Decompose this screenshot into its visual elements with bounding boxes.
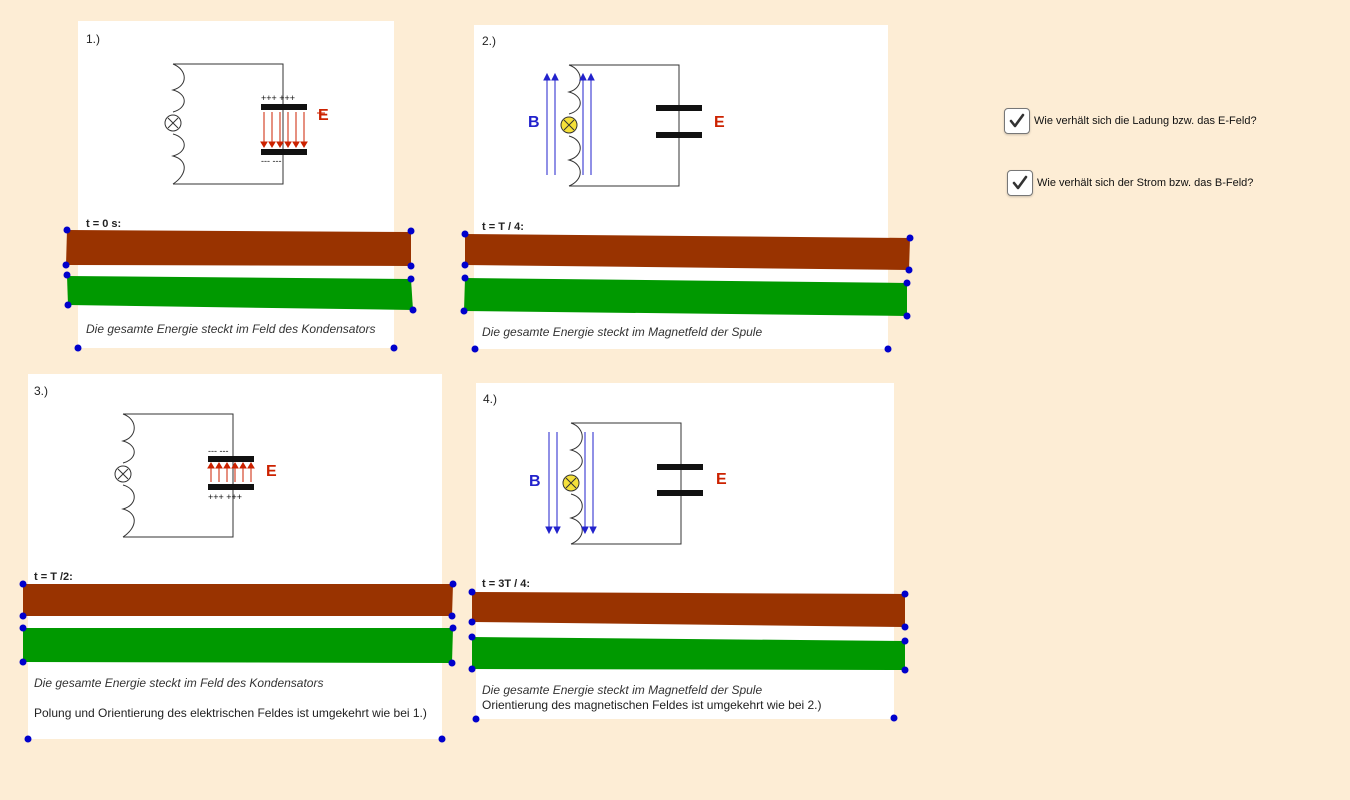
e-field-symbol: E [716,471,727,488]
svg-text:+++ +++: +++ +++ [261,93,295,103]
control-point [64,301,72,309]
checkbox-box[interactable] [1004,108,1030,134]
control-point [63,271,71,279]
magnetic-energy-bar[interactable] [464,278,907,316]
lc-circuit-diagram: --- --- +++ +++ [114,413,255,538]
electric-energy-bar[interactable] [23,584,453,616]
current-bfield-checkbox[interactable]: Wie verhält sich der Strom bzw. das B-Fe… [1007,170,1253,196]
control-point [884,345,892,353]
energy-caption: Die gesamte Energie steckt im Magnetfeld… [482,325,763,339]
control-point [19,612,27,620]
b-field-symbol: B [528,114,540,131]
control-point [903,279,911,287]
control-point [448,612,456,620]
magnetic-energy-bar[interactable] [472,637,905,670]
control-point [901,590,909,598]
control-point [472,715,480,723]
time-label: t = 0 s: [86,218,122,230]
control-point [448,659,456,667]
control-point [468,618,476,626]
polarity-note: Polung und Orientierung des elektrischen… [34,706,427,720]
control-point [471,345,479,353]
energy-caption: Die gesamte Energie steckt im Feld des K… [34,676,324,690]
control-points[interactable] [19,226,914,743]
panel-number: 1.) [86,32,101,46]
electric-energy-bar[interactable] [465,234,910,270]
checkbox-label: Wie verhält sich die Ladung bzw. das E-F… [1034,115,1257,127]
control-point [460,307,468,315]
lc-circuit-diagram [545,422,703,545]
control-point [407,275,415,283]
e-field-symbol: E [714,114,725,131]
magnetic-energy-bar[interactable] [67,276,413,310]
control-point [468,665,476,673]
control-point [407,227,415,235]
svg-text:--- ---: --- --- [208,446,228,456]
control-point [901,623,909,631]
charge-efield-checkbox[interactable]: Wie verhält sich die Ladung bzw. das E-F… [1004,108,1257,134]
control-point [468,588,476,596]
control-point [63,226,71,234]
control-point [19,580,27,588]
control-point [74,344,82,352]
energy-caption: Die gesamte Energie steckt im Feld des K… [86,322,376,336]
svg-text:+++ +++: +++ +++ [208,492,242,502]
control-point [449,580,457,588]
electric-energy-bar[interactable] [66,230,411,266]
control-point [906,234,914,242]
lc-circuit-diagram: +++ +++ --- --- [164,63,325,185]
b-field-symbol: B [529,473,541,490]
panel-number: 2.) [482,34,497,48]
control-point [438,735,446,743]
control-point [62,261,70,269]
control-point [409,306,417,314]
panel-number: 4.) [483,392,498,406]
time-label: t = T / 4: [482,221,524,233]
energy-caption: Die gesamte Energie steckt im Magnetfeld… [482,683,763,697]
control-point [468,633,476,641]
checkbox-label: Wie verhält sich der Strom bzw. das B-Fe… [1037,177,1254,189]
control-point [901,666,909,674]
control-point [19,624,27,632]
lc-circuit-diagram [543,64,702,187]
checkbox-box[interactable] [1007,170,1033,196]
control-point [461,230,469,238]
control-point [903,312,911,320]
e-field-symbol: E [266,463,277,480]
panel-3: 3.) --- --- +++ +++ E t = T /2: Die gesa… [28,374,442,739]
control-point [890,714,898,722]
checkmark-icon [1012,175,1028,190]
orientation-note: Orientierung des magnetischen Feldes ist… [482,698,822,712]
time-label: t = 3T / 4: [482,578,530,590]
control-point [905,266,913,274]
control-point [24,735,32,743]
magnetic-energy-bar[interactable] [23,628,453,663]
control-point [407,262,415,270]
panel-number: 3.) [34,384,49,398]
control-point [19,658,27,666]
control-point [461,261,469,269]
control-point [901,637,909,645]
electric-energy-bar[interactable] [472,592,905,627]
time-label: t = T /2: [34,571,73,583]
e-field-symbol: E [318,107,329,124]
checkmark-icon [1009,113,1025,128]
control-point [390,344,398,352]
control-point [449,624,457,632]
svg-text:--- ---: --- --- [261,156,281,166]
control-point [461,274,469,282]
